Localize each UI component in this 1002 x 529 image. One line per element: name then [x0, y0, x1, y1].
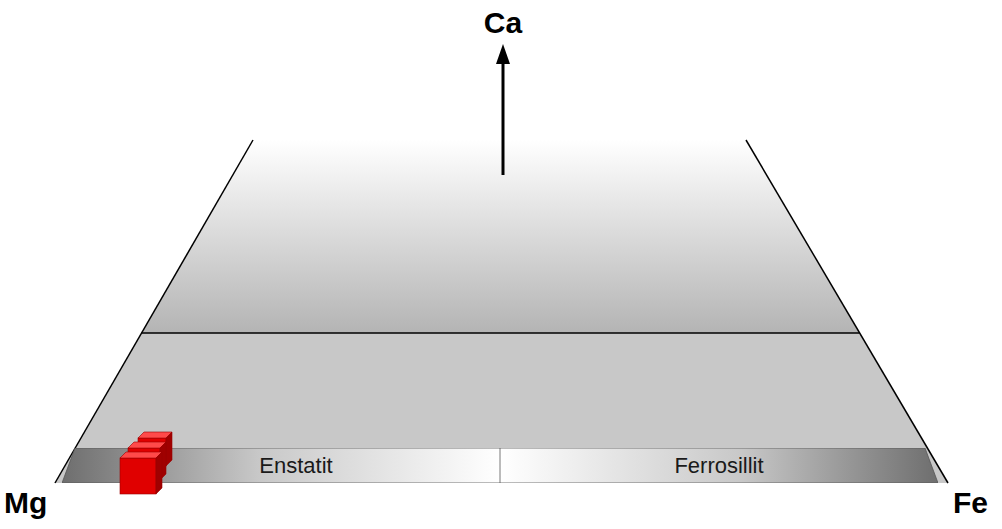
- band-fill: [500, 448, 938, 483]
- left-edge: [55, 140, 253, 483]
- mineral-name: Enstatit: [259, 453, 332, 479]
- element-label: Fe: [953, 488, 988, 518]
- ca-arrowhead: [496, 44, 510, 64]
- upper-field: [142, 140, 860, 333]
- right-edge: [746, 140, 948, 483]
- mineral-band: Enstatit: [62, 448, 500, 483]
- element-label: Ca: [484, 8, 522, 38]
- lower-field: [55, 333, 948, 483]
- mineral-name: Ferrosillit: [674, 453, 763, 479]
- element-label: Mg: [4, 488, 47, 518]
- band-fill: [62, 448, 500, 483]
- mineral-band: Ferrosillit: [500, 448, 938, 483]
- ca-arrow: [502, 60, 505, 175]
- divider-line: [142, 332, 860, 334]
